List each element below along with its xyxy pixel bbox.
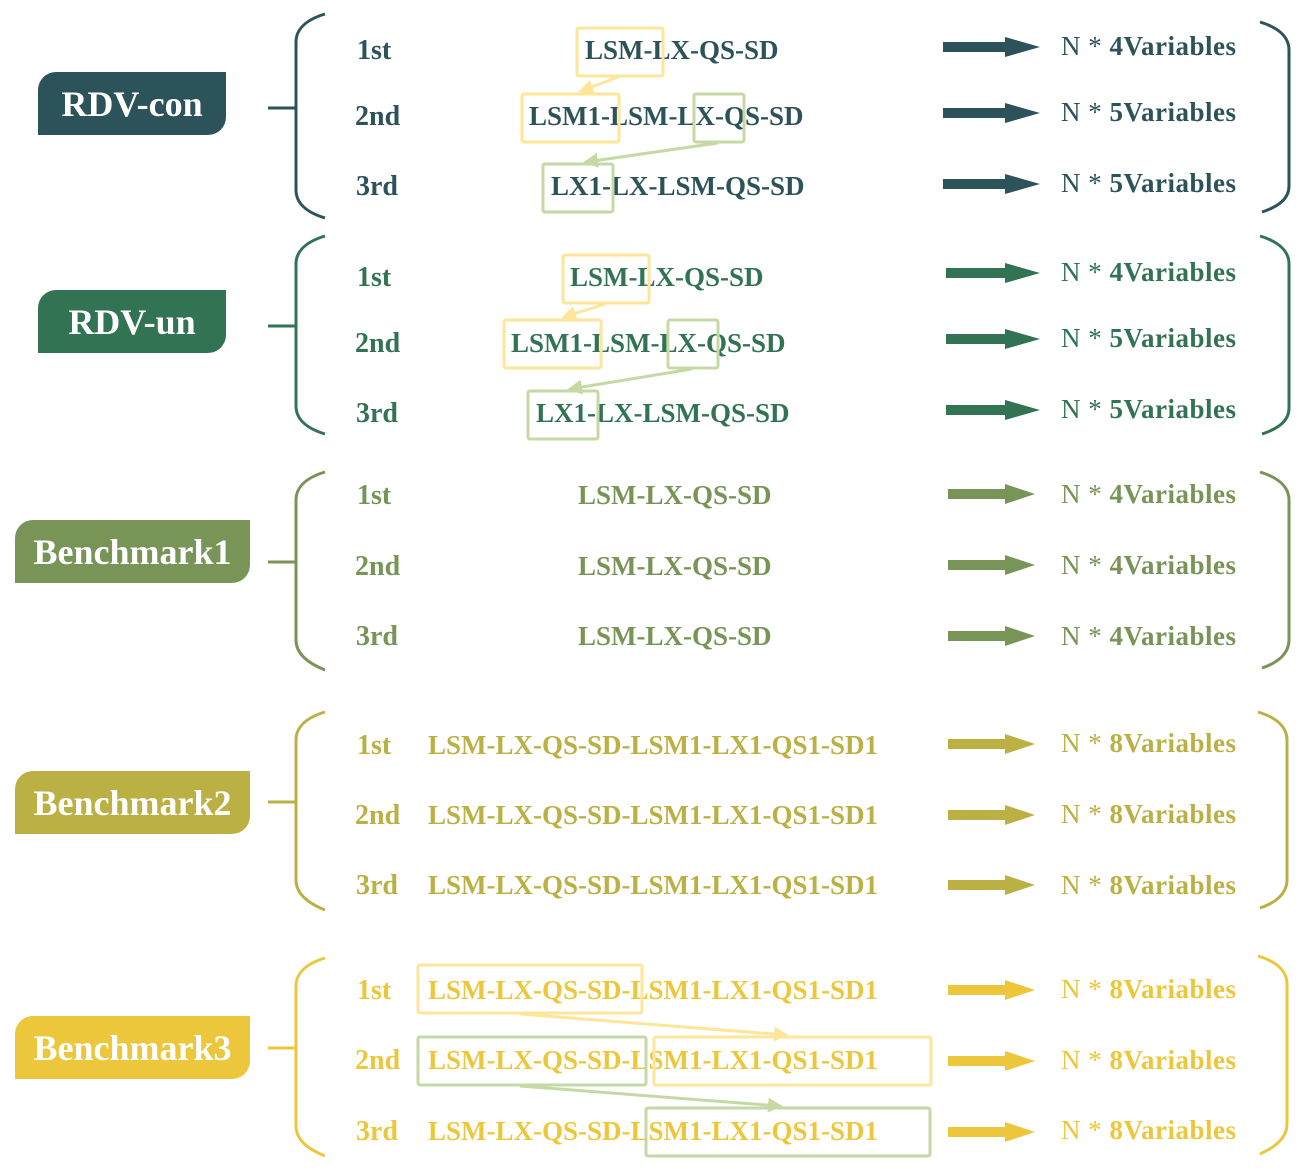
variable-sequence: LX1-LX-LSM-QS-SD [536,398,790,428]
group-label-benchmark1: Benchmark1 [15,520,250,583]
variable-count: N * 5Variables [1061,394,1237,424]
ordinal: 1st [357,730,392,761]
move-arrow [578,75,619,94]
ordinal: 2nd [355,328,401,359]
group-label-rdv-con: RDV-con [38,72,226,135]
arrow-icon [948,484,1035,504]
ordinal: 2nd [355,1045,401,1076]
ordinal: 3rd [356,621,398,652]
move-arrow [583,141,719,168]
move-arrow [567,367,693,395]
variable-count: N * 5Variables [1061,97,1237,127]
benchmark3-arrows [948,980,1035,1142]
move-arrow [519,1012,789,1042]
ordinal: 2nd [355,800,401,831]
variable-sequence: LSM1-LSM-LX-QS-SD [529,101,804,131]
arrow-icon [948,626,1035,646]
right-brace [1257,954,1289,1156]
right-brace [1259,234,1291,436]
variable-sequence: LSM-LX-QS-SD [578,621,772,651]
benchmark2-arrows [948,734,1035,895]
variable-count: N * 8Variables [1061,870,1237,900]
variable-sequence: LSM-LX-QS-SD [570,262,764,292]
variable-sequence: LSM-LX-QS-SD [578,551,772,581]
arrow-icon [948,1122,1035,1142]
variable-sequence: LSM-LX-QS-SD-LSM1-LX1-QS1-SD1 [428,730,879,760]
left-brace [294,956,326,1158]
left-brace [294,12,326,220]
arrow-icon [948,875,1035,895]
right-brace [1259,20,1291,214]
rdv-con-arrows [943,37,1040,194]
ordinal: 2nd [355,551,401,582]
group-label-benchmark3: Benchmark3 [15,1016,250,1079]
arrow-icon [946,263,1040,283]
variable-sequence: LSM-LX-QS-SD-LSM1-LX1-QS1-SD1 [428,1045,879,1075]
move-arrow [561,302,606,321]
variable-sequence: LX1-LX-LSM-QS-SD [551,171,805,201]
arrow-icon [943,174,1040,194]
ordinal: 2nd [355,101,401,132]
variable-count: N * 8Variables [1061,728,1237,758]
arrow-icon [943,103,1040,123]
ordinal: 1st [357,480,392,511]
arrow-icon [943,37,1040,57]
variable-count: N * 4Variables [1061,31,1237,61]
right-brace [1257,710,1289,910]
variable-count: N * 8Variables [1061,1115,1237,1145]
group-label-benchmark2: Benchmark2 [15,771,250,834]
arrow-icon [948,555,1035,575]
move-arrow [519,1084,783,1113]
arrow-icon [948,1051,1035,1071]
variable-sequence: LSM-LX-QS-SD [585,35,779,65]
left-brace [294,470,326,672]
ordinal: 3rd [356,171,398,202]
arrow-icon [946,329,1040,349]
variable-count: N * 4Variables [1061,479,1237,509]
right-brace [1259,470,1291,670]
variable-count: N * 5Variables [1061,168,1237,198]
variable-sequence: LSM-LX-QS-SD-LSM1-LX1-QS1-SD1 [428,800,879,830]
variable-count: N * 8Variables [1061,799,1237,829]
ordinal: 1st [357,35,392,66]
variable-count: N * 4Variables [1061,621,1237,651]
variable-count: N * 8Variables [1061,1045,1237,1075]
rdv-un-arrows [946,263,1040,420]
variable-count: N * 8Variables [1061,974,1237,1004]
variable-sequence: LSM1-LSM-LX-QS-SD [511,328,786,358]
ordinal: 3rd [356,1116,398,1147]
variable-sequence: LSM-LX-QS-SD-LSM1-LX1-QS1-SD1 [428,975,879,1005]
benchmark1-arrows [948,484,1035,646]
arrow-icon [948,805,1035,825]
variable-count: N * 5Variables [1061,323,1237,353]
left-brace [294,234,326,436]
ordinal: 3rd [356,870,398,901]
variable-sequence: LSM-LX-QS-SD-LSM1-LX1-QS1-SD1 [428,870,879,900]
left-brace [294,710,326,912]
ordinal: 1st [357,262,392,293]
variable-count: N * 4Variables [1061,550,1237,580]
arrow-icon [948,980,1035,1000]
arrow-icon [946,400,1040,420]
arrow-icon [948,734,1035,754]
variable-count: N * 4Variables [1061,257,1237,287]
group-label-rdv-un: RDV-un [38,290,226,353]
ordinal: 1st [357,975,392,1006]
ordinal: 3rd [356,398,398,429]
variable-sequence: LSM-LX-QS-SD-LSM1-LX1-QS1-SD1 [428,1116,879,1146]
variable-sequence: LSM-LX-QS-SD [578,480,772,510]
